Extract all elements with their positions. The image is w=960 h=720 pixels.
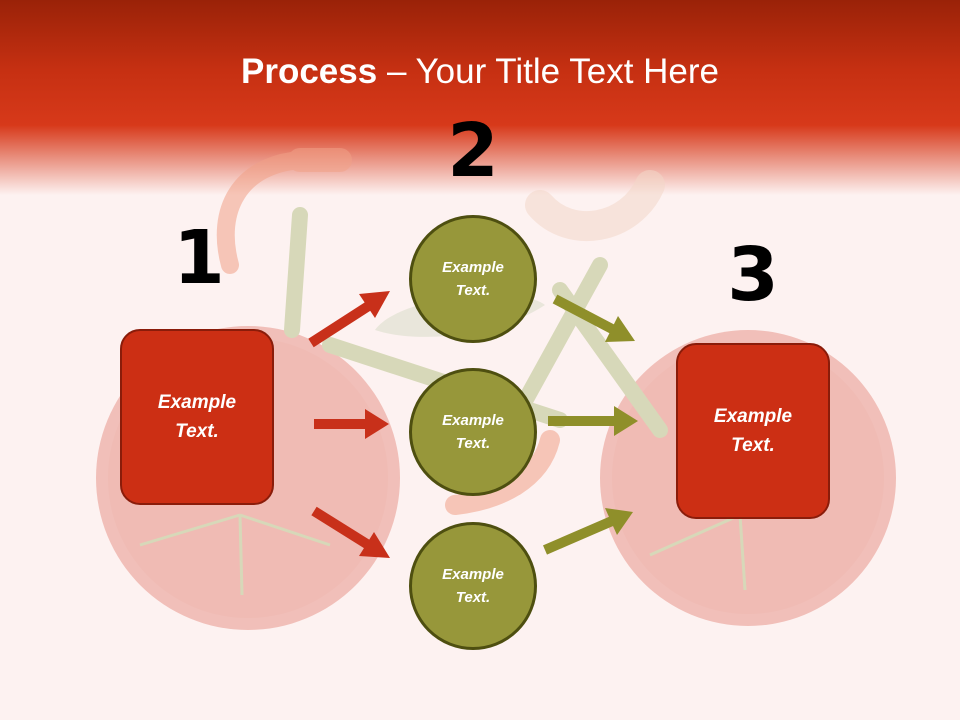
- circle-bottom-line1: Example: [442, 566, 504, 583]
- page-title: Process – Your Title Text Here: [0, 52, 960, 92]
- step-1-line1: Example: [157, 392, 237, 413]
- step-number-1: 1: [173, 215, 225, 301]
- circle-bottom-line2: Text.: [455, 589, 491, 606]
- circle-top: Example Text.: [409, 215, 537, 343]
- arrow-1-to-circle-bottom: [311, 506, 390, 558]
- arrow-bottom-circle-to-3: [543, 508, 633, 555]
- step-number-3: 3: [727, 232, 779, 318]
- step-1-line2: Text.: [175, 421, 219, 442]
- title-banner: [0, 0, 960, 200]
- title-bold: Process: [241, 52, 378, 91]
- circle-middle-line1: Example: [442, 412, 504, 429]
- step-3-box: Example Text.: [676, 343, 830, 519]
- title-text: Your Title Text Here: [415, 52, 720, 91]
- arrow-1-to-circle-top: [308, 291, 390, 348]
- circle-middle: Example Text.: [409, 368, 537, 496]
- olive-arrows: [543, 294, 638, 555]
- arrow-top-circle-to-3: [552, 294, 635, 342]
- circle-middle-line2: Text.: [455, 435, 491, 452]
- step-1-box: Example Text.: [120, 329, 274, 505]
- arrow-1-to-circle-middle: [314, 409, 389, 439]
- step-3-line2: Text.: [731, 435, 775, 456]
- step-number-2: 2: [447, 108, 499, 194]
- circle-top-line1: Example: [442, 259, 504, 276]
- circle-bottom: Example Text.: [409, 522, 537, 650]
- step-3-line1: Example: [713, 406, 793, 427]
- red-arrows: [308, 291, 390, 558]
- title-separator: –: [377, 52, 416, 91]
- arrow-middle-circle-to-3: [548, 406, 638, 436]
- circle-top-line2: Text.: [455, 282, 491, 299]
